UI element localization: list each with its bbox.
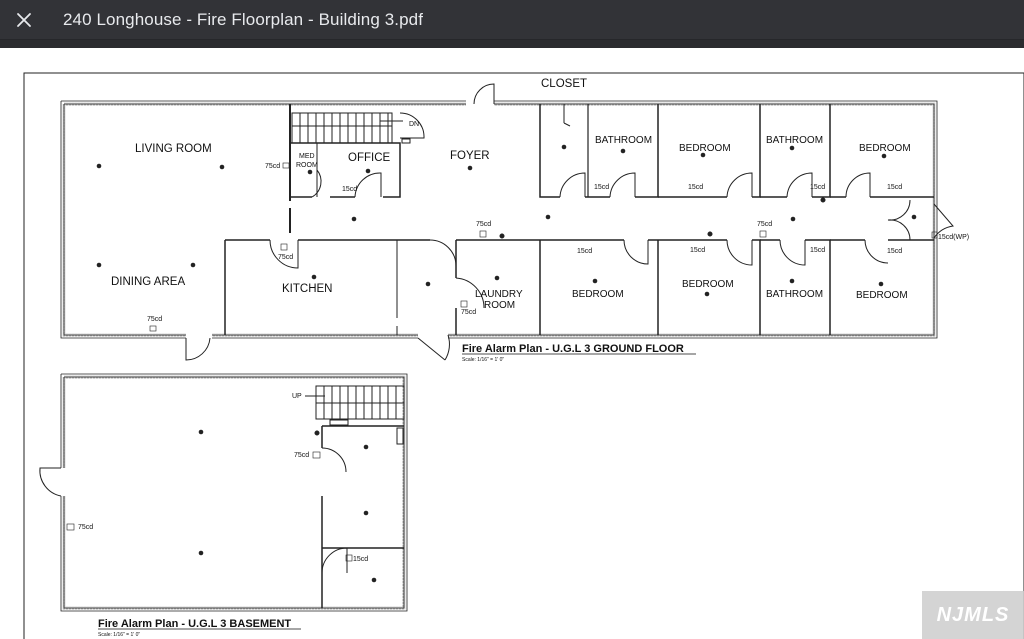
basement-caption: Fire Alarm Plan - U.G.L 3 BASEMENT xyxy=(98,618,291,630)
stair-down-label: DN xyxy=(409,121,419,128)
note-basement-mid-75cd: 75cd xyxy=(294,452,309,459)
note-corridor-75cd-a: 75cd xyxy=(476,221,491,228)
bedroom-1-label: BEDROOM xyxy=(679,143,731,154)
kitchen-label: KITCHEN xyxy=(282,283,332,295)
laundry-label-1: LAUNDRY xyxy=(475,289,523,300)
ground-floor-labels: CLOSET LIVING ROOM MED ROOM OFFICE FOYER… xyxy=(111,78,969,363)
njmls-watermark: NJMLS xyxy=(922,591,1024,639)
document-title: 240 Longhouse - Fire Floorplan - Buildin… xyxy=(63,9,424,29)
floorplan-drawing: CLOSET LIVING ROOM MED ROOM OFFICE FOYER… xyxy=(23,72,1024,639)
closet-label: CLOSET xyxy=(541,78,587,90)
note-basement-room-15cd: 15cd xyxy=(353,556,368,563)
bathroom-1-label: BATHROOM xyxy=(595,135,652,146)
note-bath1-15cd: 15cd xyxy=(594,184,609,191)
stair-up-label: UP xyxy=(292,393,302,400)
ground-floor-devices xyxy=(96,144,938,332)
note-bath2-15cd: 15cd xyxy=(810,184,825,191)
note-basement-left-75cd: 75cd xyxy=(78,524,93,531)
bedroom-4-label: BEDROOM xyxy=(682,279,734,290)
pdf-viewer[interactable]: CLOSET LIVING ROOM MED ROOM OFFICE FOYER… xyxy=(0,40,1024,639)
basement-scale: Scale: 1/16" = 1' 0" xyxy=(98,632,140,638)
basement-devices xyxy=(66,429,377,583)
close-button[interactable] xyxy=(0,0,48,40)
ground-floor-caption: Fire Alarm Plan - U.G.L 3 GROUND FLOOR xyxy=(462,343,684,355)
laundry-label-2: ROOM xyxy=(484,300,515,311)
note-bed1-15cd: 15cd xyxy=(688,184,703,191)
med-room-label-2: ROOM xyxy=(296,162,318,169)
sheet-border xyxy=(23,72,1024,639)
med-room-label-1: MED xyxy=(299,153,315,160)
bedroom-3-label: BEDROOM xyxy=(572,289,624,300)
note-corridor-75cd-b: 75cd xyxy=(757,221,772,228)
bathroom-3-label: BATHROOM xyxy=(766,289,823,300)
note-laundry-75cd: 75cd xyxy=(461,309,476,316)
basement-plan xyxy=(39,373,408,612)
foyer-label: FOYER xyxy=(450,150,490,162)
note-office-15cd: 15cd xyxy=(342,186,357,193)
note-exterior-15cd-wp: 15cd(WP) xyxy=(938,234,969,241)
title-bar: 240 Longhouse - Fire Floorplan - Buildin… xyxy=(0,0,1024,40)
note-bed2-15cd: 15cd xyxy=(887,184,902,191)
ground-floor-scale: Scale: 1/16" = 1' 0" xyxy=(462,357,504,363)
bedroom-2-label: BEDROOM xyxy=(859,143,911,154)
watermark-text: NJMLS xyxy=(936,603,1010,626)
note-bed4-15cd: 15cd xyxy=(690,247,705,254)
dining-area-label: DINING AREA xyxy=(111,276,185,288)
office-label: OFFICE xyxy=(348,152,390,164)
pdf-page[interactable]: CLOSET LIVING ROOM MED ROOM OFFICE FOYER… xyxy=(0,48,1024,639)
close-icon xyxy=(17,12,31,27)
note-bath3-15cd: 15cd xyxy=(810,247,825,254)
note-med-75cd: 75cd xyxy=(265,163,280,170)
note-bed3-15cd: 15cd xyxy=(577,248,592,255)
note-bed5-15cd: 15cd xyxy=(887,248,902,255)
ground-floor-plan xyxy=(60,83,954,361)
basement-labels: UP 75cd 75cd 15cd Fire Alarm Plan - U.G.… xyxy=(78,393,368,638)
note-dining-75cd: 75cd xyxy=(147,316,162,323)
bathroom-2-label: BATHROOM xyxy=(766,135,823,146)
living-room-label: LIVING ROOM xyxy=(135,143,212,155)
note-kitchen-75cd: 75cd xyxy=(278,254,293,261)
bedroom-5-label: BEDROOM xyxy=(856,290,908,301)
